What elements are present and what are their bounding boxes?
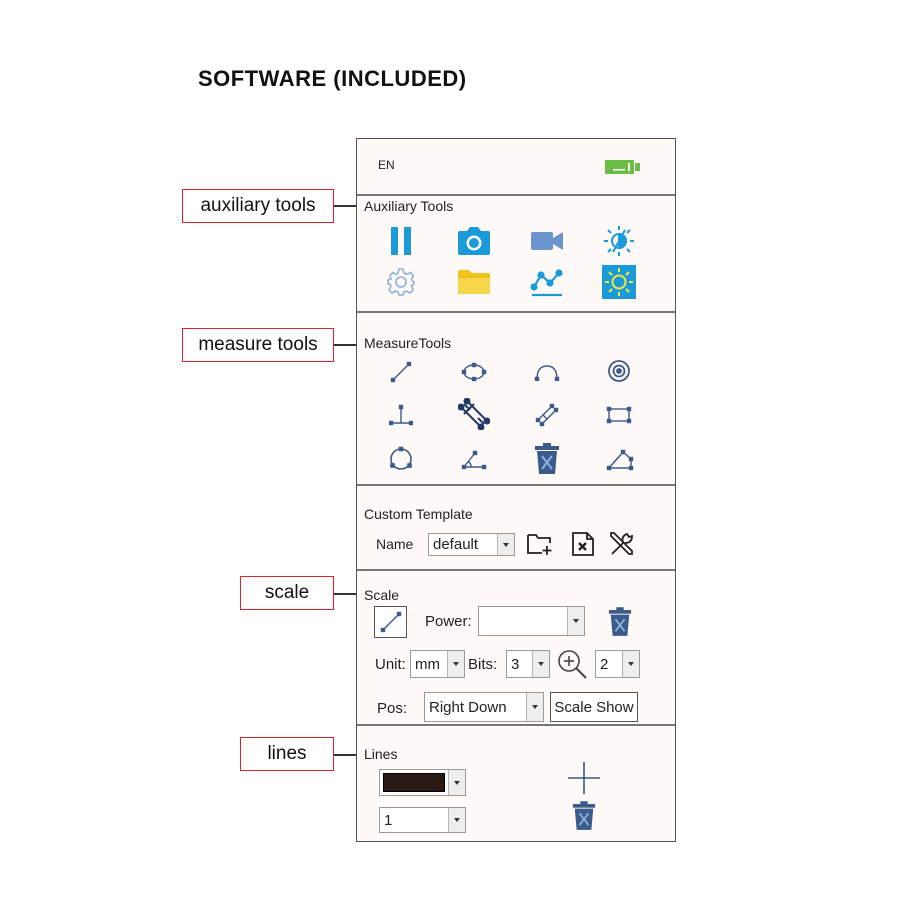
polygon-tool-icon[interactable]: [605, 445, 635, 473]
callout-auxiliary-tools: auxiliary tools: [182, 189, 334, 223]
zoom-select[interactable]: 2: [595, 650, 640, 678]
exposure-icon[interactable]: [602, 265, 636, 299]
zoom-in-icon: [555, 647, 589, 681]
folder-icon[interactable]: [457, 268, 491, 296]
divider: [357, 569, 675, 571]
scale-title: Scale: [364, 587, 400, 603]
measure-tools-title: MeasureTools: [364, 335, 452, 351]
unit-select[interactable]: mm: [410, 650, 465, 678]
chevron-down-icon[interactable]: [448, 770, 465, 795]
crosshair-add-icon[interactable]: [566, 760, 602, 796]
chevron-down-icon[interactable]: [532, 651, 549, 677]
zoom-value: 2: [600, 655, 609, 673]
line-width-value: 1: [384, 811, 393, 829]
pos-label: Pos:: [377, 700, 408, 717]
lines-delete-icon[interactable]: [570, 800, 598, 832]
delete-measure-icon[interactable]: [532, 442, 562, 476]
parallel-distance-icon[interactable]: [457, 397, 491, 431]
scale-delete-icon[interactable]: [606, 606, 634, 638]
gear-icon[interactable]: [385, 266, 417, 298]
power-label: Power:: [425, 613, 472, 630]
circle-tool-icon[interactable]: [387, 445, 415, 473]
pause-icon[interactable]: [385, 225, 417, 257]
bits-select[interactable]: 3: [506, 650, 550, 678]
software-panel: EN Auxiliary Tools: [356, 138, 676, 842]
line-graph-icon[interactable]: [529, 266, 565, 298]
leader-line-lines: [334, 754, 364, 756]
language-selector[interactable]: EN: [378, 158, 395, 172]
template-name-label: Name: [376, 536, 414, 552]
tools-icon[interactable]: [607, 529, 637, 559]
camera-icon[interactable]: [457, 225, 491, 257]
pos-select[interactable]: Right Down: [424, 692, 544, 722]
chevron-down-icon[interactable]: [567, 607, 584, 635]
lines-title: Lines: [364, 746, 398, 762]
chevron-down-icon[interactable]: [497, 534, 514, 555]
leader-line-measure: [334, 344, 364, 346]
template-name-value: default: [433, 536, 479, 553]
unit-label: Unit:: [375, 656, 406, 673]
line-tool-icon[interactable]: [387, 358, 415, 386]
parallel-lines-icon[interactable]: [533, 401, 561, 429]
chevron-down-icon[interactable]: [622, 651, 639, 677]
bits-label: Bits:: [468, 656, 498, 673]
angle-tool-icon[interactable]: [460, 445, 488, 473]
unit-value: mm: [415, 655, 440, 673]
battery-icon: [605, 159, 641, 175]
callout-scale: scale: [240, 576, 334, 610]
line-color-swatch: [383, 773, 445, 792]
line-width-select[interactable]: 1: [379, 807, 466, 833]
file-delete-icon[interactable]: [568, 529, 598, 559]
callout-measure-tools: measure tools: [182, 328, 334, 362]
arc-tool-icon[interactable]: [533, 358, 561, 386]
pos-value: Right Down: [429, 698, 507, 716]
video-camera-icon[interactable]: [530, 227, 564, 255]
divider: [357, 724, 675, 726]
divider: [357, 311, 675, 313]
line-color-select[interactable]: [379, 769, 466, 796]
template-name-select[interactable]: default: [428, 533, 515, 556]
folder-add-icon[interactable]: [525, 530, 555, 558]
scale-show-button[interactable]: Scale Show: [550, 692, 638, 722]
chevron-down-icon[interactable]: [447, 651, 464, 677]
chevron-down-icon[interactable]: [526, 693, 543, 721]
rectangle-tool-icon[interactable]: [605, 401, 633, 429]
brightness-icon[interactable]: [602, 225, 636, 257]
leader-line-auxiliary: [334, 205, 364, 207]
concentric-circle-icon[interactable]: [605, 357, 633, 385]
scale-line-button[interactable]: [374, 606, 407, 638]
ellipse-tool-icon[interactable]: [460, 358, 488, 386]
power-select[interactable]: [478, 606, 585, 636]
divider: [357, 194, 675, 196]
bits-value: 3: [511, 655, 520, 673]
auxiliary-tools-title: Auxiliary Tools: [364, 198, 454, 214]
callout-lines: lines: [240, 737, 334, 771]
leader-line-scale: [334, 593, 364, 595]
chevron-down-icon[interactable]: [448, 808, 465, 832]
perpendicular-tool-icon[interactable]: [387, 401, 415, 429]
page-heading: SOFTWARE (INCLUDED): [198, 66, 467, 91]
divider: [357, 484, 675, 486]
custom-template-title: Custom Template: [364, 506, 473, 522]
